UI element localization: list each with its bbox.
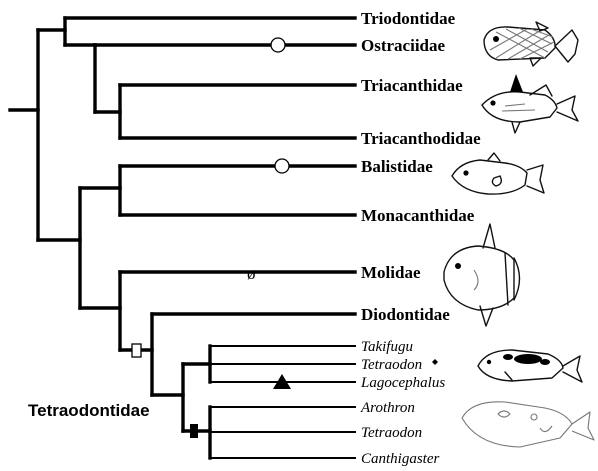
triggerfish-spined-icon <box>482 74 578 133</box>
open-circle-marker-ostraciidae <box>271 38 285 52</box>
triggerfish-icon <box>452 153 544 194</box>
taxon-label-tetraodon-1: Tetraodon <box>361 357 422 373</box>
empty-set-marker-molidae: ø <box>247 264 256 283</box>
sunfish-icon <box>444 224 520 326</box>
taxon-label-canthigaster: Canthigaster <box>361 451 440 467</box>
open-rectangle-marker-tetraodontidae <box>132 344 141 357</box>
pufferfish-spotted-icon <box>478 350 582 382</box>
taxon-label-monacanthidae: Monacanthidae <box>361 206 475 225</box>
filled-diamond-marker <box>432 359 438 365</box>
taxon-label-triacanthodidae: Triacanthodidae <box>361 129 481 148</box>
taxon-label-ostraciidae: Ostraciidae <box>361 36 445 55</box>
taxon-label-tetraodon-2: Tetraodon <box>361 425 422 441</box>
taxon-label-diodontidae: Diodontidae <box>361 305 450 324</box>
taxon-label-lagocephalus: Lagocephalus <box>360 375 445 391</box>
pufferfish-outline-icon <box>462 402 594 447</box>
taxon-label-molidae: Molidae <box>361 263 421 282</box>
boxfish-icon <box>484 22 578 66</box>
taxon-label-triacanthidae: Triacanthidae <box>361 76 463 95</box>
taxon-label-triodontidae: Triodontidae <box>361 9 456 28</box>
taxon-label-arothron: Arothron <box>360 400 415 416</box>
clade-label-tetraodontidae: Tetraodontidae <box>28 401 150 420</box>
taxon-label-takifugu: Takifugu <box>361 339 413 355</box>
filled-rectangle-marker <box>190 424 198 438</box>
tree-branches <box>10 18 355 458</box>
taxon-label-balistidae: Balistidae <box>361 157 433 176</box>
open-circle-marker-balistidae <box>275 159 289 173</box>
